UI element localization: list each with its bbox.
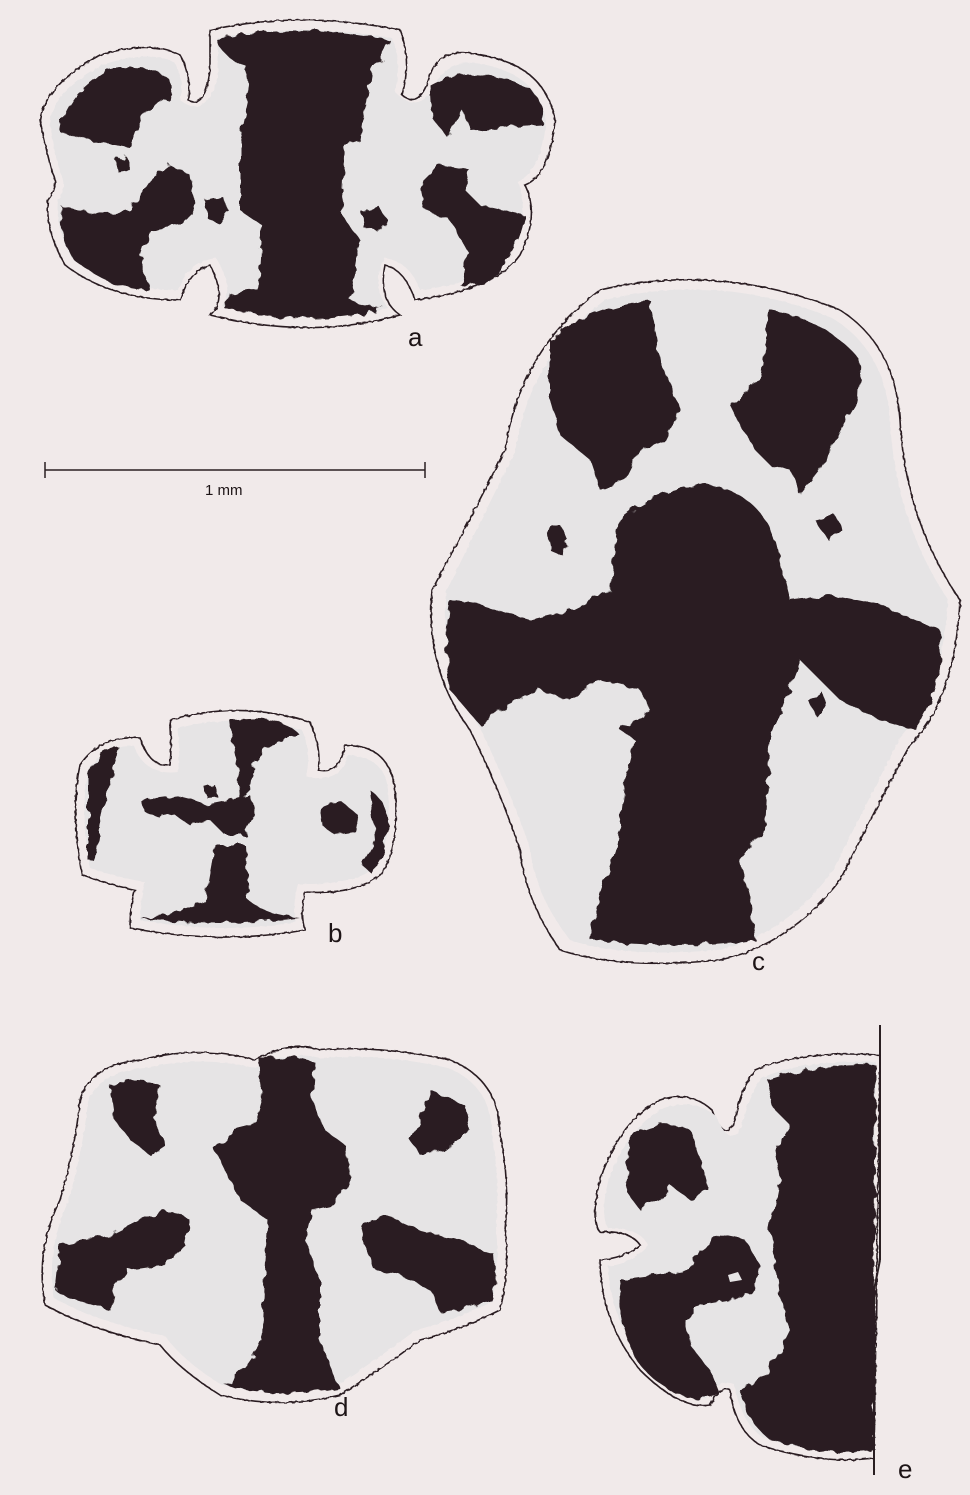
panel-c-cross-section (431, 280, 960, 964)
panel-a-cross-section (40, 20, 555, 328)
panel-e-cross-section (595, 1025, 880, 1475)
scale-bar (45, 462, 425, 478)
scale-bar-label: 1 mm (205, 482, 243, 499)
panel-label-c: c (752, 946, 765, 977)
panel-label-e: e (898, 1454, 912, 1485)
panel-label-b: b (328, 918, 342, 949)
panel-d-cross-section (42, 1047, 507, 1403)
panel-b-cross-section (75, 710, 396, 937)
panel-label-d: d (334, 1392, 348, 1423)
panel-label-a: a (408, 322, 422, 353)
